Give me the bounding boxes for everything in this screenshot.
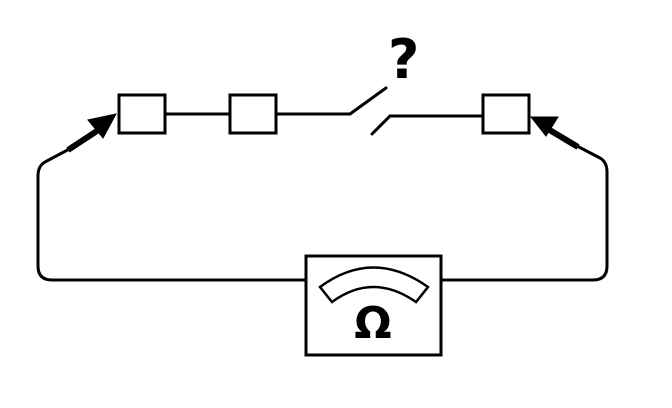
- unknown-state-marker: ?: [388, 28, 419, 91]
- ohm-symbol: Ω: [354, 298, 391, 349]
- left-test-lead: [36, 144, 308, 282]
- meter-scale-arc: [318, 266, 430, 304]
- open-switch-contact: [370, 114, 392, 136]
- connector-3: [481, 93, 531, 135]
- left-probe-shaft: [66, 126, 102, 153]
- right-probe-tip-icon: [529, 116, 559, 137]
- right-probe-shaft: [546, 126, 580, 150]
- connector-2: [228, 93, 278, 135]
- right-test-lead: [439, 144, 609, 282]
- left-probe-tip-icon: [87, 113, 117, 139]
- connector-1: [117, 93, 167, 135]
- open-switch-blade: [348, 86, 388, 116]
